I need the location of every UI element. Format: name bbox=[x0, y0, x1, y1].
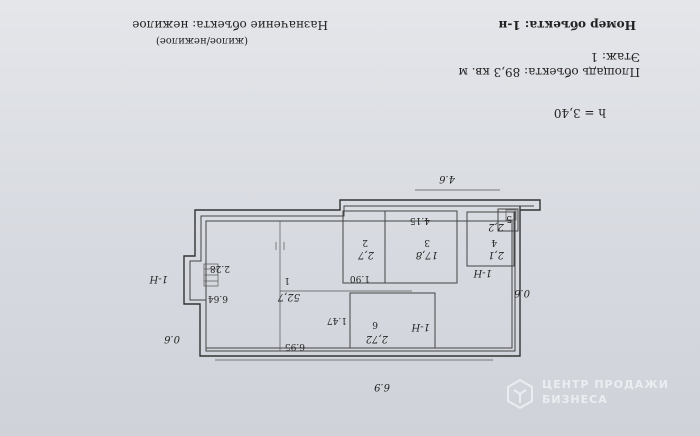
room-4-area: 2,1 bbox=[488, 249, 505, 260]
corner-marker bbox=[505, 209, 517, 221]
dim-right: 0.6 bbox=[513, 287, 530, 298]
watermark-logo-icon bbox=[507, 378, 533, 410]
dim-top-right: 4.6 bbox=[438, 173, 456, 184]
dim-6-64: 6.64 bbox=[208, 293, 228, 303]
watermark: ЦЕНТР ПРОДАЖИ БИЗНЕСА bbox=[502, 376, 692, 416]
dim-2-28: 2.28 bbox=[210, 263, 230, 273]
room-2-area: 2,7 bbox=[357, 249, 375, 260]
dim-top-left: 6.9 bbox=[373, 381, 390, 392]
room-4-number: 4 bbox=[491, 237, 497, 247]
room-6-number: 6 bbox=[372, 319, 378, 329]
outer-wall-inner bbox=[189, 205, 534, 352]
room-1-outline bbox=[205, 220, 513, 349]
watermark-line-1: ЦЕНТР ПРОДАЖИ bbox=[542, 378, 669, 391]
marker-small: 1-Н bbox=[411, 321, 430, 332]
room-1-area: 52,7 bbox=[277, 291, 300, 302]
dim-left: 0.6 bbox=[163, 333, 180, 344]
room-1-number: 1 bbox=[284, 275, 290, 285]
room-6-area: 2,72 bbox=[366, 333, 389, 344]
room-3-number: 3 bbox=[424, 237, 430, 247]
room-1-width: 6.95 bbox=[285, 341, 305, 351]
room-4-outline bbox=[466, 211, 515, 267]
watermark-line-2: БИЗНЕСА bbox=[542, 393, 608, 406]
outer-wall bbox=[183, 199, 541, 357]
room-5-area: 2,2 bbox=[488, 221, 505, 232]
room-3-dim: 4.15 bbox=[410, 215, 430, 225]
room-3-area: 17,8 bbox=[416, 249, 438, 260]
dim-1-47: 1.47 bbox=[327, 315, 347, 325]
room-2-outline bbox=[342, 210, 386, 284]
room-2-number: 2 bbox=[362, 237, 368, 247]
marker-left: 1-Н bbox=[473, 267, 492, 278]
room-6-outline bbox=[349, 292, 436, 349]
room-5-number: 5 bbox=[506, 213, 512, 223]
marker-right: 1-Н bbox=[149, 273, 168, 284]
room-2-dim: 1.90 bbox=[350, 273, 370, 283]
room-5-outline bbox=[497, 208, 519, 232]
